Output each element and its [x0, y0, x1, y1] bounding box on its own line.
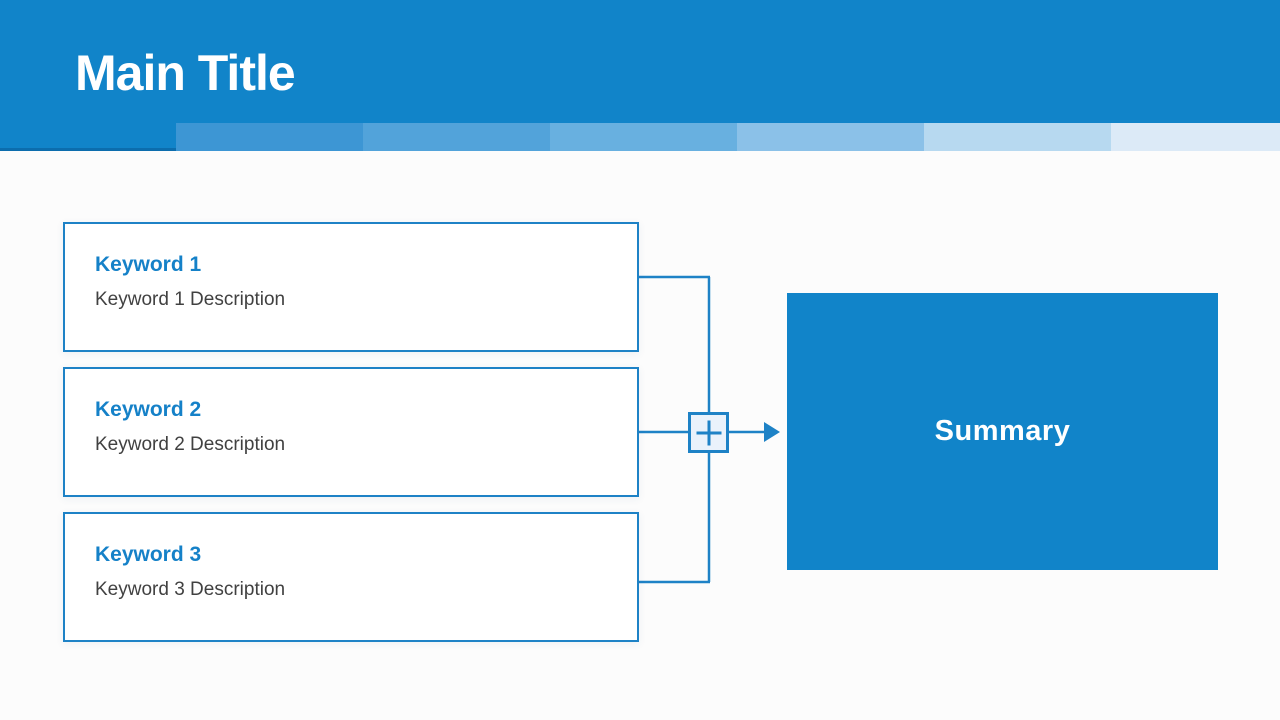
strip-segment-7	[1111, 123, 1280, 151]
keyword-description-3: Keyword 3 Description	[95, 579, 286, 600]
keyword-card-1: Keyword 1 Keyword 1 Description	[63, 222, 639, 352]
header-band: Main Title	[0, 0, 1280, 123]
strip-segment-2	[176, 123, 363, 151]
keyword-description-2: Keyword 2 Description	[95, 434, 286, 455]
slide-title: Main Title	[75, 45, 296, 101]
strip-segment-4	[550, 123, 737, 151]
strip-segment-3	[363, 123, 550, 151]
strip-segment-6	[924, 123, 1111, 151]
plus-icon-bar-vertical	[707, 420, 710, 445]
summary-label: Summary	[934, 415, 1071, 447]
keyword-card-3: Keyword 3 Keyword 3 Description	[63, 512, 639, 642]
arrowhead-icon	[764, 422, 780, 442]
keyword-description-1: Keyword 1 Description	[95, 289, 286, 310]
keyword-title-2: Keyword 2	[95, 398, 202, 421]
keyword-card-2: Keyword 2 Keyword 2 Description	[63, 367, 639, 497]
keyword-title-3: Keyword 3	[95, 543, 202, 566]
strip-segment-5	[737, 123, 924, 151]
keyword-title-1: Keyword 1	[95, 253, 202, 276]
merge-plus-box	[688, 412, 729, 453]
strip-segment-1	[0, 123, 176, 151]
summary-box: Summary	[787, 293, 1218, 570]
